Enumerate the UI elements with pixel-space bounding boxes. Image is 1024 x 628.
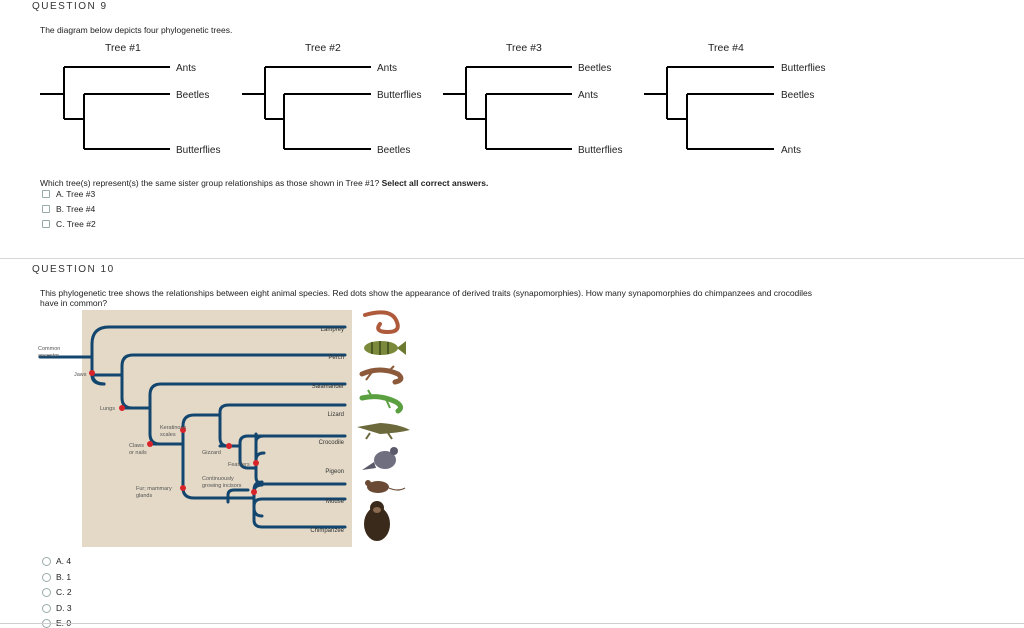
- tree-3-leaf-2: Ants: [578, 90, 599, 101]
- label-claws-1: Claws: [129, 443, 144, 449]
- tree-4-leaf-2: Beetles: [781, 90, 815, 101]
- tree-3-leaf-1: Beetles: [578, 63, 612, 74]
- animal-illustrations: [357, 310, 410, 541]
- mouse-icon: [365, 480, 406, 493]
- pigeon-icon: [362, 447, 398, 470]
- label-incisors-2: growing incisors: [202, 483, 242, 489]
- q9-option-a-checkbox[interactable]: [42, 190, 50, 198]
- q10-option-a[interactable]: A. 4: [42, 556, 71, 566]
- perch-icon: [364, 341, 406, 355]
- q10-option-c[interactable]: C. 2: [42, 587, 72, 597]
- taxon-crocodile: Crocodile: [319, 440, 345, 446]
- q10-option-b-radio[interactable]: [42, 572, 51, 582]
- label-common: Common: [38, 346, 60, 352]
- tree-2-leaf-3: Beetles: [377, 145, 411, 156]
- taxon-lizard: Lizard: [328, 412, 344, 418]
- lizard-icon: [359, 389, 404, 414]
- fur-mammary-dot: [180, 485, 186, 491]
- incisors-dot: [251, 489, 257, 495]
- question-separator: [0, 258, 1024, 259]
- figure-panel: [82, 310, 352, 547]
- tree-1-leaf-3: Butterflies: [176, 145, 221, 156]
- q9-option-b[interactable]: B. Tree #4: [42, 204, 95, 214]
- label-lungs: Lungs: [100, 406, 115, 412]
- label-gizzard: Gizzard: [202, 450, 221, 456]
- taxon-lamprey: Lamprey: [321, 327, 344, 333]
- q10-option-d[interactable]: D. 3: [42, 603, 72, 613]
- tree-4-leaf-1: Butterflies: [781, 63, 826, 74]
- taxon-pigeon: Pigeon: [325, 469, 344, 475]
- label-feathers: Feathers: [228, 462, 250, 468]
- q10-option-d-radio[interactable]: [42, 603, 51, 613]
- tree-4-diagram: [644, 66, 774, 150]
- q9-option-c[interactable]: C. Tree #2: [42, 219, 96, 229]
- phylogenetic-trees-figure: [40, 66, 774, 150]
- tree-2-title: Tree #2: [305, 42, 341, 54]
- q10-option-c-label: C. 2: [56, 587, 72, 597]
- lungs-dot: [119, 405, 125, 411]
- label-keratinous-1: Keratinous: [160, 425, 187, 431]
- tree-1-diagram: [40, 66, 170, 150]
- label-jaws: Jaws: [74, 372, 87, 378]
- question-10-heading: QUESTION 10: [32, 264, 115, 275]
- tree-3-title: Tree #3: [506, 42, 542, 54]
- taxon-chimpanzee: Chimpanzee: [310, 528, 344, 534]
- label-incisors-1: Continuously: [202, 476, 234, 482]
- lamprey-icon: [363, 310, 400, 335]
- q10-option-a-label: A. 4: [56, 556, 72, 566]
- question-9-heading: QUESTION 9: [32, 1, 108, 12]
- tree-4-leaf-3: Ants: [781, 145, 802, 156]
- synapomorphy-dots: [89, 370, 259, 495]
- q10-option-a-radio[interactable]: [42, 556, 51, 566]
- jaws-dot: [89, 370, 95, 376]
- question-9-instruction: Select all correct answers.: [381, 178, 489, 188]
- tree-3-leaf-3: Butterflies: [578, 145, 623, 156]
- vertebrate-phylogeny-figure: Lamprey Perch Salamander Lizard Crocodil…: [38, 310, 410, 547]
- q10-option-b[interactable]: B. 1: [42, 572, 71, 582]
- feathers-dot: [253, 460, 259, 466]
- tree-1-leaf-2: Beetles: [176, 90, 210, 101]
- question-10-text-line-1: This phylogenetic tree shows the relatio…: [40, 288, 813, 298]
- tree-4-title: Tree #4: [708, 42, 744, 54]
- keratinous-scales-dot: [180, 427, 186, 433]
- label-fur-1: Fur; mammary: [136, 486, 172, 492]
- question-10-text-line-2: have in common?: [40, 298, 108, 308]
- chimpanzee-icon: [364, 501, 390, 541]
- tree-3-diagram: [443, 66, 572, 150]
- taxon-mouse: Mouse: [326, 499, 345, 505]
- tree-1-title: Tree #1: [105, 42, 141, 54]
- question-9-prompt: Which tree(s) represent(s) the same sist…: [40, 178, 380, 188]
- salamander-icon: [359, 365, 404, 385]
- question-9-intro: The diagram below depicts four phylogene…: [40, 25, 233, 35]
- label-keratinous-2: scales: [160, 432, 176, 438]
- q9-option-c-label: C. Tree #2: [56, 219, 96, 229]
- bottom-border: [0, 623, 1024, 624]
- q10-option-c-radio[interactable]: [42, 587, 51, 597]
- tree-2-leaf-2: Butterflies: [377, 90, 422, 101]
- crocodile-icon: [357, 423, 410, 440]
- q9-option-a[interactable]: A. Tree #3: [42, 189, 95, 199]
- tree-2-diagram: [242, 66, 371, 150]
- question-9-text: Which tree(s) represent(s) the same sist…: [40, 178, 488, 188]
- label-ancestor: ancestor: [38, 353, 59, 359]
- label-claws-2: or nails: [129, 450, 147, 456]
- taxon-perch: Perch: [328, 355, 344, 361]
- tree-1-leaf-1: Ants: [176, 63, 197, 74]
- claws-dot: [147, 441, 153, 447]
- label-fur-2: glands: [136, 493, 152, 499]
- q9-option-c-checkbox[interactable]: [42, 220, 50, 228]
- gizzard-dot: [226, 443, 232, 449]
- tree-2-leaf-1: Ants: [377, 63, 398, 74]
- q9-option-b-label: B. Tree #4: [56, 204, 96, 214]
- q9-option-a-label: A. Tree #3: [56, 189, 96, 199]
- taxon-salamander: Salamander: [312, 384, 344, 390]
- q10-option-b-label: B. 1: [56, 572, 72, 582]
- q10-option-d-label: D. 3: [56, 603, 72, 613]
- q9-option-b-checkbox[interactable]: [42, 205, 50, 213]
